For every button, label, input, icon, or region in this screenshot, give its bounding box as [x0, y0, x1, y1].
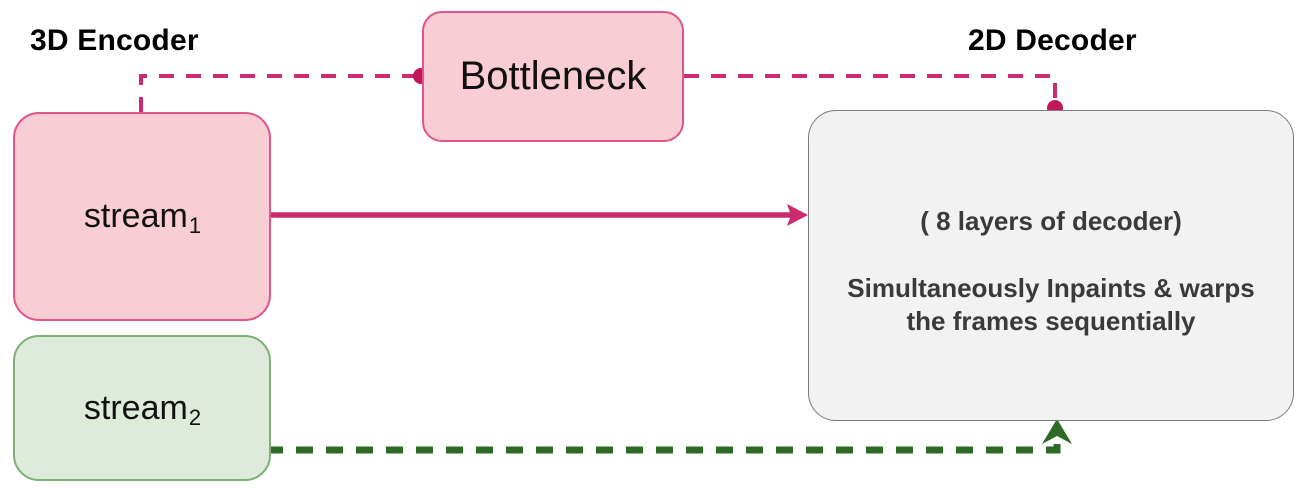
stream2-label-subscript: 2: [188, 404, 202, 430]
node-stream2[interactable]: stream2: [13, 335, 271, 481]
decoder-description: Simultaneously Inpaints & warps the fram…: [847, 273, 1255, 336]
stream1-label-subscript: 1: [188, 213, 202, 238]
edge-stream2-to-decoder: [266, 419, 1072, 454]
bottleneck-label: Bottleneck: [459, 54, 647, 98]
stream2-label-text: stream: [83, 388, 188, 427]
arrowhead-into-decoder-bottom: [1042, 419, 1072, 444]
edge-stream1-to-decoder: [268, 204, 808, 226]
decoder-section-title: 2D Decoder: [968, 24, 1137, 57]
stream1-label: stream1: [83, 197, 202, 238]
stream1-label-text: stream: [83, 197, 188, 235]
node-stream1[interactable]: stream1: [13, 112, 271, 321]
encoder-section-title: 3D Encoder: [30, 24, 199, 57]
decoder-layers-label: ( 8 layers of decoder): [920, 206, 1182, 237]
node-decoder[interactable]: ( 8 layers of decoder) Simultaneously In…: [808, 110, 1294, 421]
node-bottleneck[interactable]: Bottleneck: [422, 11, 684, 142]
arrowhead-into-decoder-left: [787, 204, 808, 226]
stream2-label: stream2: [83, 388, 202, 430]
edge-stream1-to-bottleneck: [139, 68, 429, 112]
